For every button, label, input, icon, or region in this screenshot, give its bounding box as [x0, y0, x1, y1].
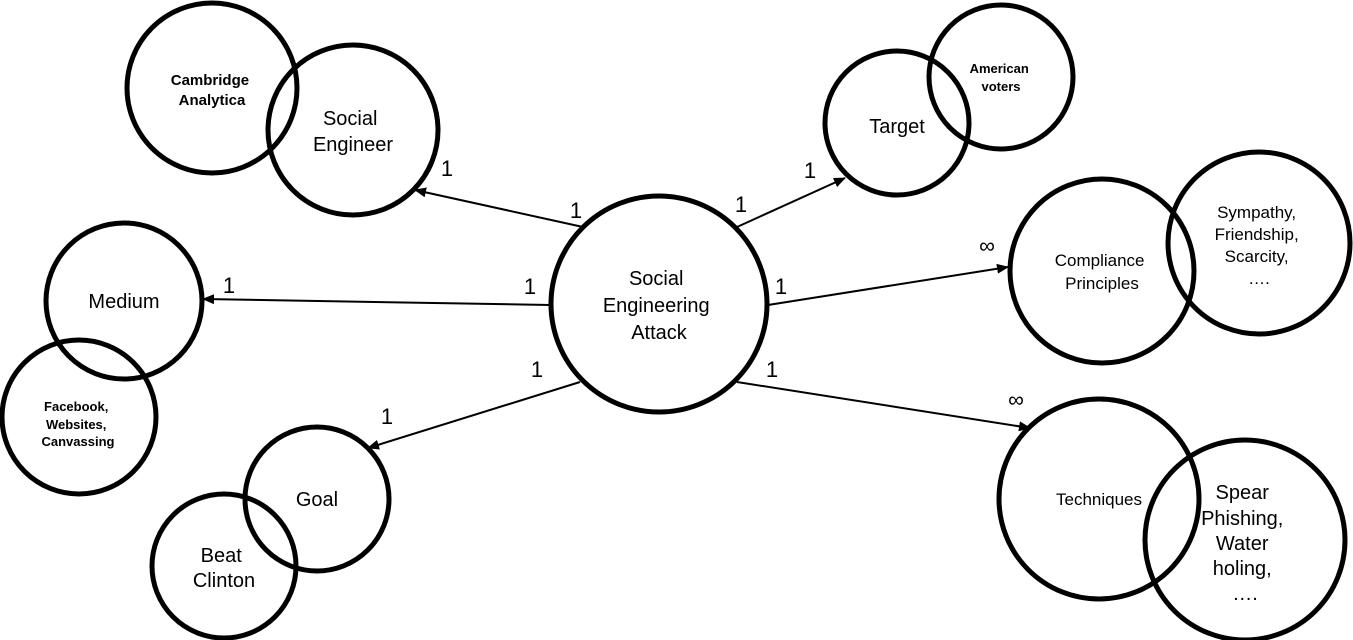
social-engineer-node — [265, 42, 441, 218]
beat-clinton-label: Beat Clinton — [193, 545, 255, 592]
multiplicity-label: 1 — [775, 274, 787, 299]
sympathy-node — [1165, 149, 1353, 337]
american-voters-node — [926, 2, 1076, 152]
central-node — [548, 193, 770, 415]
multiplicity-label: 1 — [441, 156, 453, 181]
multiplicity-label: 1 — [524, 274, 536, 299]
medium-node — [43, 220, 205, 382]
compliance-principles-node — [1007, 176, 1197, 366]
techniques-node — [996, 396, 1202, 602]
goal-label: Goal — [296, 489, 338, 511]
spear-phishing-label: Spear Phishing, Water holing, …. — [1201, 482, 1289, 605]
edge-social-engineer — [414, 187, 584, 228]
medium-label: Medium — [88, 291, 159, 313]
sympathy-label: Sympathy, Friendship, Scarcity, …. — [1215, 203, 1304, 288]
multiplicity-label: ∞ — [1008, 387, 1024, 412]
multiplicity-label: ∞ — [979, 233, 995, 258]
target-node — [822, 48, 972, 198]
multiplicity-label: 1 — [223, 273, 235, 298]
american-voters-label: American voters — [970, 61, 1033, 94]
central-label: Social Engineering Attack — [603, 268, 715, 344]
cambridge-analytica-node — [124, 0, 300, 176]
social-engineer-label: Social Engineer — [313, 108, 393, 156]
techniques-label: Techniques — [1056, 490, 1142, 509]
edge-medium — [202, 294, 551, 306]
multiplicity-label: 1 — [570, 198, 582, 223]
edge-compliance — [767, 263, 1009, 306]
multiplicity-label: 1 — [804, 158, 816, 183]
edge-techniques — [736, 381, 1031, 432]
multiplicity-label: 1 — [381, 404, 393, 429]
multiplicity-label: 1 — [735, 192, 747, 217]
multiplicity-label: 1 — [766, 357, 778, 382]
edge-target — [736, 177, 846, 228]
multiplicity-label: 1 — [531, 357, 543, 382]
beat-clinton-node — [149, 491, 299, 640]
edge-goal — [367, 381, 581, 450]
spear-phishing-node — [1142, 437, 1348, 640]
facebook-node — [0, 337, 159, 497]
target-label: Target — [869, 116, 925, 138]
facebook-label: Facebook, Websites, Canvassing — [42, 399, 115, 449]
cambridge-analytica-label: Cambridge Analytica — [171, 72, 254, 109]
compliance-principles-label: Compliance Principles — [1055, 251, 1150, 293]
